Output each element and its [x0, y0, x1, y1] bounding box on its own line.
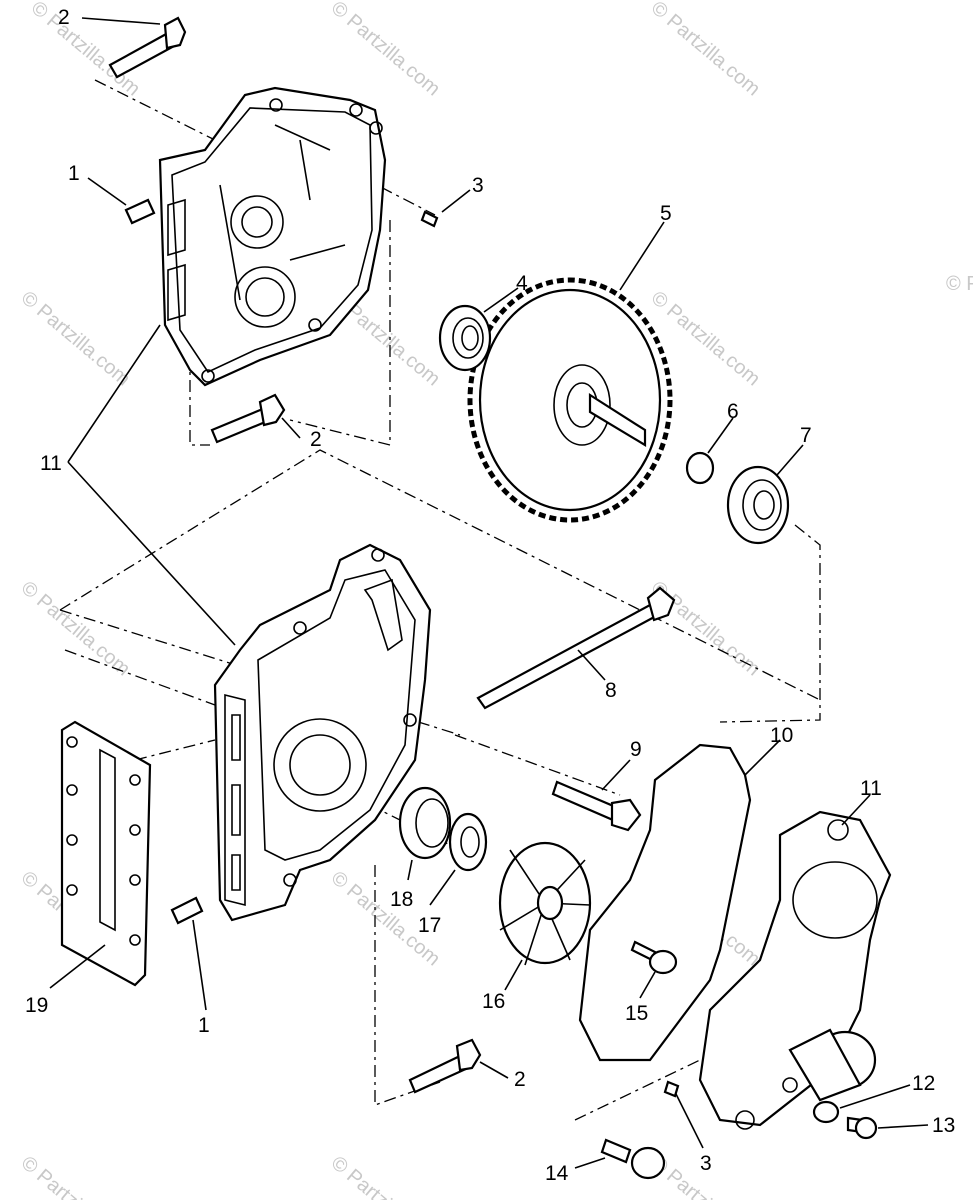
callout-2-top: 2 — [58, 6, 70, 29]
callout-18: 18 — [390, 888, 413, 911]
o-ring-6 — [685, 451, 715, 485]
callout-11-left: 11 — [40, 452, 62, 475]
pin-3-bottom — [663, 1080, 680, 1098]
washer-17 — [448, 812, 488, 872]
watermark: © Partzilla.com — [327, 1152, 444, 1200]
long-bolt-8 — [476, 586, 676, 710]
watermark: © Partzilla.com — [17, 1152, 134, 1200]
callout-4: 4 — [516, 272, 528, 295]
watermark: © Partzilla.com — [647, 0, 764, 100]
upper-crankcase-cover — [158, 86, 387, 387]
callout-1-top: 1 — [68, 162, 80, 185]
dowel-pin-1-bottom — [170, 896, 204, 925]
callout-13: 13 — [932, 1114, 955, 1137]
callout-12: 12 — [912, 1072, 935, 1095]
watermark: © Partzilla.com — [946, 273, 973, 295]
water-pump-housing — [698, 810, 892, 1130]
impeller-16 — [498, 841, 592, 966]
callout-3-bottom: 3 — [700, 1152, 712, 1175]
bolt-9 — [551, 780, 642, 832]
callout-3-top: 3 — [472, 174, 484, 197]
bolt-2-bottom — [408, 1038, 482, 1094]
callout-16: 16 — [482, 990, 505, 1013]
watermark: © Partzilla.com — [17, 577, 134, 680]
bearing-7 — [726, 465, 790, 545]
callout-14: 14 — [545, 1162, 569, 1185]
callout-5: 5 — [660, 202, 672, 225]
callout-11-right: 11 — [860, 777, 882, 800]
callout-17: 17 — [418, 914, 441, 937]
gear-5 — [467, 277, 673, 523]
gasket-10 — [578, 743, 752, 1062]
leader-lines — [49, 17, 929, 1169]
callout-labels: 2 1 3 5 4 6 7 2 11 8 9 10 11 18 17 16 15… — [25, 6, 955, 1185]
bearing-4 — [438, 304, 492, 372]
bolt-13 — [846, 1116, 878, 1140]
bolt-2-top — [108, 16, 187, 79]
callout-9: 9 — [630, 738, 642, 761]
callout-10: 10 — [770, 724, 793, 747]
callout-6: 6 — [727, 400, 739, 423]
callout-19: 19 — [25, 994, 48, 1017]
bolt-14 — [600, 1138, 666, 1180]
watermark: © Partzilla.com — [17, 287, 134, 390]
callout-1-bottom: 1 — [198, 1014, 210, 1037]
callout-15: 15 — [625, 1002, 648, 1025]
lower-crankcase-half — [213, 543, 432, 922]
dowel-pin-1-top — [124, 198, 156, 225]
bolt-2-middle — [210, 393, 286, 444]
watermark: © Partzilla.com — [327, 0, 444, 100]
callout-2-bottom: 2 — [514, 1068, 526, 1091]
gasket-19 — [60, 720, 152, 987]
callout-7: 7 — [800, 424, 812, 447]
pin-3-top — [420, 210, 439, 228]
callout-2-middle: 2 — [310, 428, 322, 451]
seal-18 — [398, 786, 452, 860]
watermark: © Partzilla.com — [27, 0, 144, 100]
callout-8: 8 — [605, 679, 617, 702]
bolt-15 — [630, 940, 678, 975]
washer-12 — [812, 1100, 840, 1124]
